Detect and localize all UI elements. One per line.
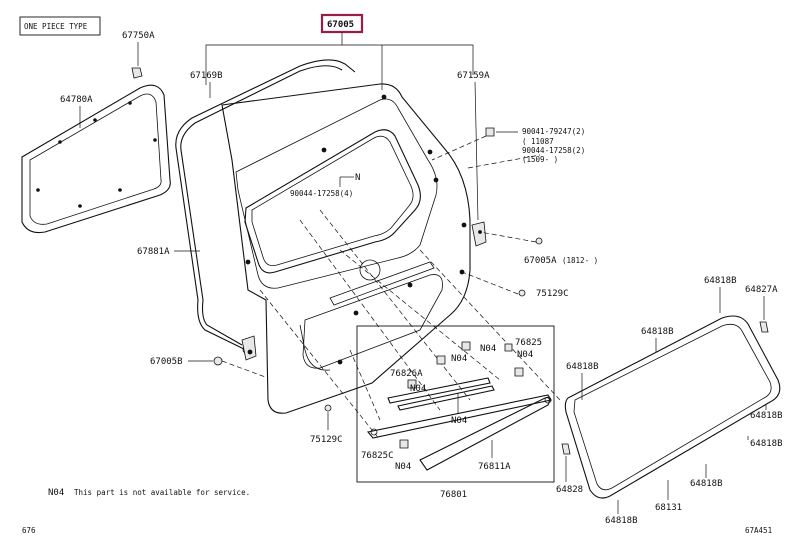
- label-67750A[interactable]: 67750A: [122, 31, 155, 66]
- n04-marker-1: N04: [480, 344, 496, 354]
- bolt-note-line2: ( 11087: [522, 137, 554, 146]
- back-door-glass[interactable]: [564, 315, 781, 499]
- footer-left-ref: 676: [22, 526, 36, 535]
- n04-marker-2: N04: [517, 350, 533, 360]
- label-64818B-4[interactable]: 64818B: [750, 405, 783, 421]
- label-64827A-text: 64827A: [745, 285, 778, 295]
- label-76811A-text: 76811A: [478, 462, 511, 472]
- main-part-number-67005[interactable]: 67005: [320, 13, 364, 34]
- label-76826A[interactable]: 76826A: [390, 369, 423, 379]
- label-68131-text: 68131: [655, 503, 682, 513]
- hinge-67159A[interactable]: [471, 81, 487, 247]
- label-67169B[interactable]: 67169B: [190, 71, 223, 98]
- label-64818B-6[interactable]: 64818B: [690, 464, 723, 489]
- bolt-90041[interactable]: [431, 127, 495, 161]
- label-67881A-text: 67881A: [137, 247, 170, 257]
- garnish-group-box: [356, 325, 555, 483]
- clip-75129C-right[interactable]: [461, 271, 526, 297]
- bolt-note-line1: 90041-79247(2): [522, 127, 585, 136]
- stopper-64827A[interactable]: [759, 321, 769, 333]
- label-64818B-5-text: 64818B: [750, 439, 783, 449]
- n04-marker-4: N04: [410, 384, 426, 394]
- label-64828-text: 64828: [556, 485, 583, 495]
- label-76825-top[interactable]: 76825: [515, 338, 542, 348]
- bolt-note-line3: 90044-17258(2): [522, 146, 585, 155]
- label-76801-text: 76801: [440, 490, 467, 500]
- footer-note: N04 This part is not available for servi…: [48, 488, 250, 498]
- label-64818B-3-text: 64818B: [566, 362, 599, 372]
- n04-marker-5: N04: [451, 416, 467, 426]
- label-75129C-right-text: 75129C: [536, 289, 569, 299]
- label-76801[interactable]: 76801: [440, 490, 467, 500]
- footer-right-ref: 67A451: [745, 526, 772, 535]
- bolt-notes[interactable]: 90041-79247(2) ( 11087 90044-17258(2) (1…: [496, 127, 585, 164]
- weatherstrip-cord-67881A[interactable]: [175, 59, 356, 354]
- label-64818B-2-text: 64818B: [641, 327, 674, 337]
- label-76825C[interactable]: 76825C: [361, 451, 394, 461]
- label-76811A[interactable]: 76811A: [478, 440, 511, 472]
- label-76826A-text: 76826A: [390, 369, 423, 379]
- label-68131[interactable]: 68131: [655, 480, 682, 513]
- label-64780A-text: 64780A: [60, 95, 93, 105]
- label-64818B-2[interactable]: 64818B: [641, 327, 674, 352]
- footer-refs: 676 67A451: [22, 526, 772, 535]
- label-67169B-text: 67169B: [190, 71, 223, 81]
- n04-marker-3: N04: [451, 354, 467, 364]
- label-75129C-bottom-text: 75129C: [310, 435, 343, 445]
- label-64818B-5[interactable]: 64818B: [747, 436, 783, 449]
- label-64780A[interactable]: 64780A: [60, 95, 93, 128]
- n04-marker-6: N04: [395, 462, 411, 472]
- garnish-76811A[interactable]: [366, 394, 552, 471]
- label-75129C-bottom[interactable]: 75129C: [310, 412, 343, 445]
- label-64828[interactable]: 64828: [556, 456, 583, 495]
- label-64818B-7[interactable]: 64818B: [605, 500, 638, 526]
- spacer-64828[interactable]: [561, 443, 571, 455]
- assembly-dash-lines: [221, 154, 561, 441]
- hinge-67005B[interactable]: [241, 335, 257, 361]
- label-64818B-1-text: 64818B: [704, 276, 737, 286]
- label-90044-17258-4[interactable]: 90044-17258(4): [290, 189, 353, 198]
- label-67159A[interactable]: 67159A: [457, 71, 490, 81]
- garnish-76826A[interactable]: [387, 377, 495, 411]
- label-64818B-4-text: 64818B: [750, 411, 783, 421]
- label-76825C-text: 76825C: [361, 451, 394, 461]
- label-67005A[interactable]: 67005A (1812- ): [524, 256, 598, 266]
- label-67005A-suffix: (1812- ): [562, 256, 598, 265]
- label-67005A-text: 67005A: [524, 256, 557, 266]
- clip-67750A[interactable]: [131, 67, 143, 79]
- label-64818B-7-text: 64818B: [605, 516, 638, 526]
- footer-note-text: This part is not available for service.: [74, 488, 250, 497]
- label-64818B-1[interactable]: 64818B: [704, 276, 737, 313]
- back-door-panel[interactable]: [221, 83, 471, 414]
- nut-67005A[interactable]: [479, 231, 543, 245]
- one-piece-type-label: ONE PIECE TYPE: [24, 22, 88, 31]
- clip-75129C-bottom[interactable]: [324, 404, 332, 412]
- label-90044-17258-4-text: 90044-17258(4): [290, 189, 353, 198]
- label-64827A[interactable]: 64827A: [745, 285, 778, 320]
- label-67750A-text: 67750A: [122, 31, 155, 41]
- nut-67005B[interactable]: [213, 356, 223, 366]
- label-67005B-text: 67005B: [150, 357, 183, 367]
- assembly-bracket: [205, 32, 474, 90]
- n04-markers: N04 N04 N04 N04 N04 N04: [395, 344, 533, 472]
- footer-note-code: N04: [48, 488, 64, 498]
- label-67005B[interactable]: 67005B: [150, 357, 213, 367]
- label-75129C-right[interactable]: 75129C: [536, 289, 569, 299]
- bolt-note-line4: (1509- ): [522, 155, 558, 164]
- label-64818B-6-text: 64818B: [690, 479, 723, 489]
- label-67159A-text: 67159A: [457, 71, 490, 81]
- label-76825-top-text: 76825: [515, 338, 542, 348]
- clips-n04: [370, 341, 552, 449]
- label-n-window[interactable]: N: [339, 173, 360, 187]
- label-n-window-text: N: [355, 173, 360, 183]
- weatherstrip-panel-64780A[interactable]: [21, 84, 171, 234]
- label-67881A[interactable]: 67881A: [137, 247, 200, 257]
- one-piece-type-box: ONE PIECE TYPE: [19, 16, 101, 36]
- main-part-number: 67005: [327, 20, 354, 30]
- label-64818B-3[interactable]: 64818B: [566, 362, 599, 400]
